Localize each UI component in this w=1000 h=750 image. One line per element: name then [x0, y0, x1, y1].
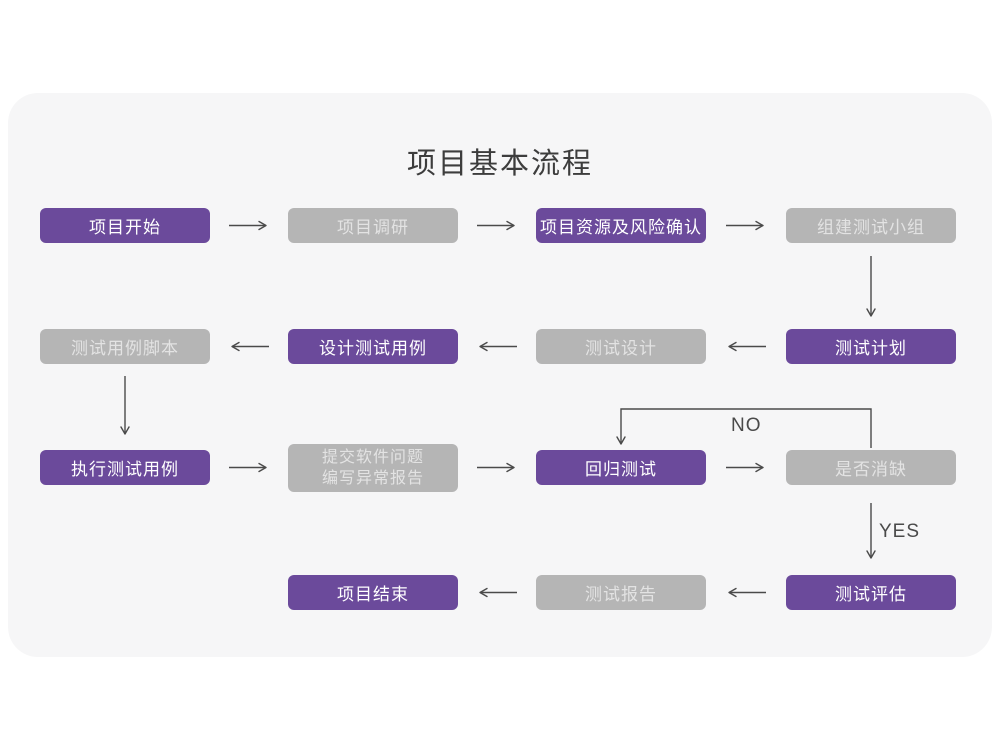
diagram-title: 项目基本流程: [406, 148, 593, 180]
node-label-line1: 提交软件问题: [321, 449, 424, 466]
node-label: 设计测试用例: [319, 339, 427, 358]
node-label: 项目资源及风险确认: [540, 218, 702, 237]
node-label-line2: 编写异常报告: [321, 470, 424, 487]
node-execute-test-cases: 执行测试用例: [40, 450, 210, 485]
node-test-design: 测试设计: [536, 329, 706, 364]
node-defect-cleared: 是否消缺: [786, 450, 956, 485]
node-label: 回归测试: [585, 460, 657, 479]
node-project-end: 项目结束: [288, 575, 458, 610]
node-label: 执行测试用例: [71, 460, 179, 479]
node-label: 测试报告: [585, 585, 657, 604]
node-label: 项目开始: [89, 218, 161, 237]
node-label: 测试评估: [835, 585, 907, 604]
edge-label-yes: YES: [879, 521, 921, 542]
node-project-start: 项目开始: [40, 208, 210, 243]
node-test-evaluation: 测试评估: [786, 575, 956, 610]
node-test-plan: 测试计划: [786, 329, 956, 364]
diagram-card: [8, 93, 992, 657]
node-label: 是否消缺: [835, 460, 907, 479]
node-test-case-script: 测试用例脚本: [40, 329, 210, 364]
node-project-research: 项目调研: [288, 208, 458, 243]
node-test-report: 测试报告: [536, 575, 706, 610]
node-label: 测试设计: [585, 339, 657, 358]
node-resource-risk-confirm: 项目资源及风险确认: [536, 208, 706, 243]
node-submit-issue-report: 提交软件问题 编写异常报告: [288, 444, 458, 492]
node-build-test-team: 组建测试小组: [786, 208, 956, 243]
node-label: 测试计划: [835, 339, 907, 358]
node-label: 组建测试小组: [817, 218, 925, 237]
node-regression-test: 回归测试: [536, 450, 706, 485]
node-design-test-cases: 设计测试用例: [288, 329, 458, 364]
node-label: 项目调研: [337, 218, 409, 237]
node-label: 测试用例脚本: [71, 339, 179, 358]
node-label: 项目结束: [337, 585, 409, 604]
edge-label-no: NO: [731, 415, 762, 436]
